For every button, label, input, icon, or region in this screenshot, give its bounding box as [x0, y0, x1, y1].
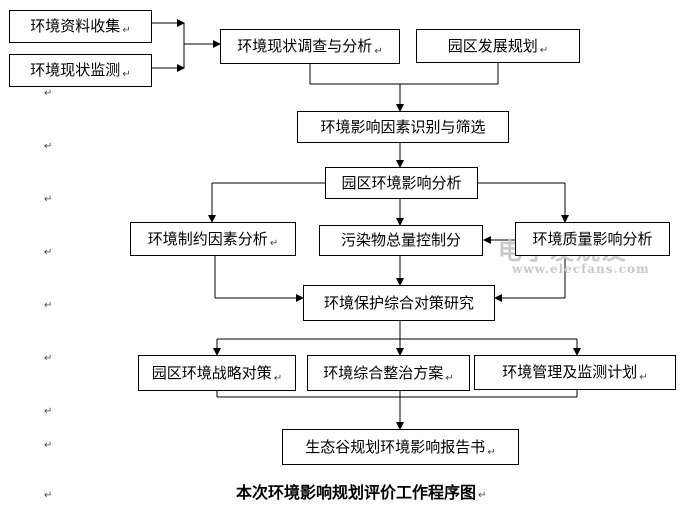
paragraph-mark: ↵	[44, 247, 53, 258]
paragraph-mark: ↵	[639, 372, 648, 383]
node-park-strategy: 园区环境战略对策↵	[138, 355, 296, 391]
paragraph-mark: ↵	[44, 194, 53, 205]
node-management-monitoring: 环境管理及监测计划↵	[474, 355, 676, 390]
node-label: 环境现状监测	[30, 61, 121, 79]
node-protection-measures: 环境保护综合对策研究	[303, 285, 495, 321]
node-label: 环境影响因素识别与筛选	[320, 117, 486, 136]
node-quality-impact-analysis: 环境质量影响分析	[515, 222, 670, 256]
paragraph-mark: ↵	[44, 353, 53, 364]
node-label: 园区发展规划	[447, 36, 538, 55]
paragraph-mark: ↵	[478, 490, 487, 501]
node-label: 环境现状调查与分析	[237, 37, 373, 55]
node-factor-identification: 环境影响因素识别与筛选	[297, 111, 509, 143]
paragraph-mark: ↵	[273, 373, 283, 384]
paragraph-mark: ↵	[122, 25, 131, 36]
node-label: 污染物总量控制分	[340, 231, 461, 249]
node-constraint-analysis: 环境制约因素分析↵	[130, 222, 296, 256]
paragraph-mark: ↵	[445, 373, 454, 384]
paragraph-mark: ↵	[539, 45, 549, 56]
paragraph-mark: ↵	[374, 46, 383, 57]
paragraph-mark: ↵	[44, 490, 53, 501]
node-label: 环境制约因素分析	[147, 229, 268, 248]
node-eia-report: 生态谷规划环境影响报告书↵	[282, 429, 519, 465]
caption-text: 本次环境影响规划评价工作程序图	[236, 483, 477, 502]
node-remediation-plan: 环境综合整治方案↵	[307, 355, 470, 391]
paragraph-mark: ↵	[44, 141, 53, 152]
node-status-analysis: 环境现状调查与分析↵	[220, 29, 400, 64]
node-label: 环境质量影响分析	[532, 229, 653, 248]
paragraph-mark: ↵	[44, 88, 53, 99]
paragraph-mark: ↵	[487, 447, 496, 458]
node-pollution-total-control: 污染物总量控制分	[319, 225, 483, 256]
node-label: 环境管理及监测计划	[502, 363, 638, 381]
node-label: 园区环境影响分析	[341, 173, 462, 192]
node-label: 园区环境战略对策	[151, 363, 272, 382]
watermark-url: www.elecfans.com	[512, 262, 650, 276]
paragraph-mark: ↵	[44, 406, 53, 417]
node-label: 环境保护综合对策研究	[323, 293, 474, 312]
node-label: 生态谷规划环境影响报告书	[305, 437, 486, 456]
paragraph-mark: ↵	[44, 440, 53, 451]
paragraph-mark: ↵	[44, 300, 53, 311]
node-park-impact-analysis: 园区环境影响分析	[325, 167, 478, 199]
node-label: 环境综合整治方案	[323, 363, 444, 382]
node-park-development-plan: 园区发展规划↵	[416, 29, 580, 63]
node-label: 环境资料收集	[30, 17, 121, 35]
node-env-data-collection: 环境资料收集↵	[9, 10, 152, 43]
figure-caption: 本次环境影响规划评价工作程序图↵	[236, 479, 486, 503]
paragraph-mark: ↵	[122, 69, 131, 80]
paragraph-mark: ↵	[269, 238, 279, 249]
node-env-monitoring: 环境现状监测↵	[9, 54, 152, 87]
